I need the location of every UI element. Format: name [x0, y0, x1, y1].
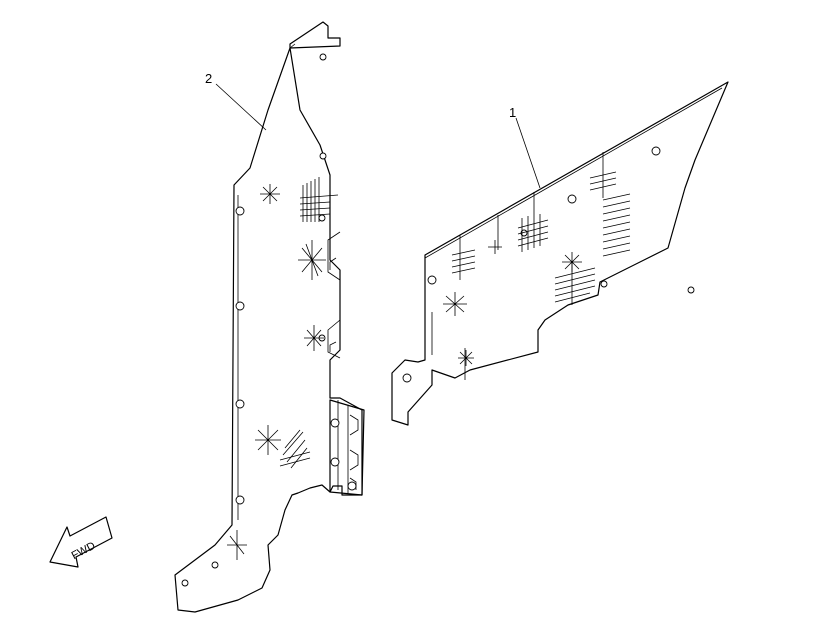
- mount-hole: [330, 457, 340, 467]
- callout-2: 2: [205, 71, 267, 131]
- mount-hole: [211, 561, 219, 569]
- callout-2-label: 2: [205, 71, 212, 86]
- mount-hole: [427, 275, 437, 285]
- mount-hole: [235, 301, 245, 311]
- mount-hole: [235, 399, 245, 409]
- mount-hole: [567, 194, 577, 204]
- mount-hole: [319, 53, 327, 61]
- mount-hole: [330, 418, 340, 428]
- fwd-arrow-label: FWD: [70, 540, 98, 562]
- fastener-marks: [443, 215, 582, 366]
- fwd-arrow: FWD: [49, 516, 113, 568]
- hatch-marks: [451, 152, 631, 305]
- mount-hole: [347, 481, 357, 491]
- mount-hole: [235, 495, 245, 505]
- panel-part-2: [174, 21, 365, 613]
- fastener-marks: [227, 184, 326, 560]
- panel-part-1: [391, 81, 729, 426]
- mount-hole: [181, 579, 189, 587]
- mount-hole: [319, 152, 327, 160]
- mount-hole: [651, 146, 661, 156]
- callout-1-label: 1: [509, 105, 516, 120]
- callout-1: 1: [509, 105, 541, 189]
- mount-hole: [600, 280, 608, 288]
- mount-hole: [402, 373, 412, 383]
- hatch-marks: [279, 177, 339, 469]
- mount-hole: [235, 206, 245, 216]
- mount-hole: [687, 286, 695, 294]
- mount-hole: [318, 214, 326, 222]
